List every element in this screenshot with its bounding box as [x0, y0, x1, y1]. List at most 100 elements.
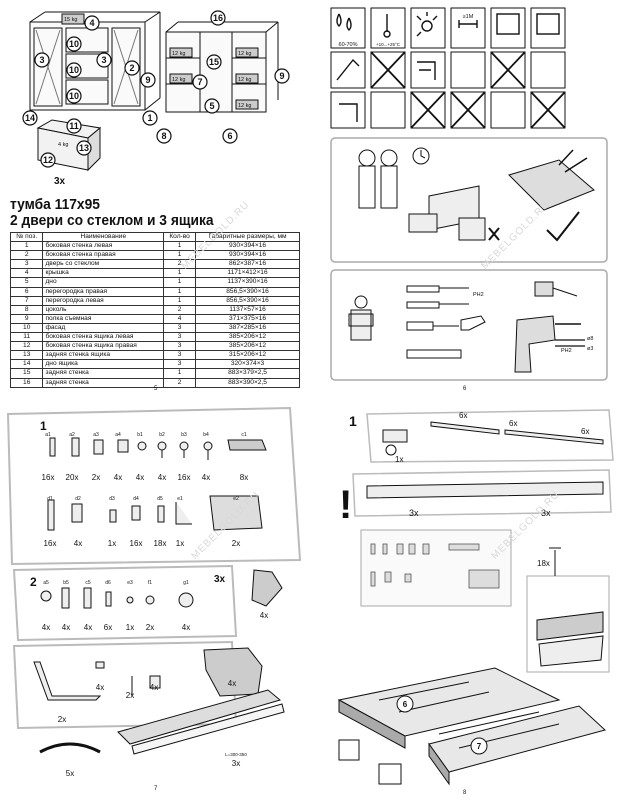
hardware-qty: 4x	[150, 683, 158, 692]
part-callout	[142, 110, 158, 126]
hardware-code: d1	[47, 496, 53, 502]
table-cell: 385×206×12	[195, 341, 300, 352]
drawer-callout-number: 11	[69, 121, 79, 131]
part-callout	[84, 15, 100, 31]
hardware-code: a5	[43, 580, 49, 586]
table-cell: 6	[9, 286, 44, 297]
table-cell: боковая стенка левая	[42, 241, 165, 252]
hardware-code: d3	[109, 496, 115, 502]
table-cell: цоколь	[42, 304, 165, 315]
hardware-code: a2	[69, 432, 75, 438]
table-cell: 3	[163, 341, 197, 352]
panel-label: 7	[477, 742, 482, 751]
warning-exclamation: !	[339, 483, 352, 527]
part-callout-number: 3	[39, 55, 44, 65]
distance-label: ≥1M	[463, 14, 474, 20]
hardware-qty: 2x	[146, 623, 154, 632]
table-cell: 3	[9, 259, 44, 270]
table-cell: задняя стенка	[42, 377, 165, 388]
part-callout-number: 7	[197, 77, 202, 87]
table-cell: 1171×412×16	[195, 268, 300, 279]
table-cell: 16	[9, 377, 44, 388]
part-callout-number: 10	[69, 65, 79, 75]
hardware-code: b2	[159, 432, 165, 438]
part-callout	[204, 98, 220, 114]
page-number: 8	[463, 790, 467, 796]
part-callout-number: 4	[89, 18, 94, 28]
table-cell: 930×394×16	[195, 241, 300, 252]
hardware-qty: 6x	[581, 427, 589, 436]
table-cell: 1	[163, 277, 197, 288]
hardware-code: e2	[233, 496, 239, 502]
hardware-qty: 4x	[114, 473, 122, 482]
weight-label: 12 kg	[238, 103, 251, 109]
table-cell: задняя стенка	[42, 368, 165, 379]
drill-label: PH2	[561, 348, 572, 354]
part-callout	[66, 62, 82, 78]
table-cell: 5	[9, 277, 44, 288]
page-6: 60-70%+10...+25°C≥1M45-60 min?	[309, 0, 618, 400]
hardware-qty: 2x	[232, 539, 240, 548]
temperature-label: +10...+25°C	[376, 42, 401, 47]
table-cell: 7	[9, 295, 44, 306]
table-cell: дверь со стеклом	[42, 259, 165, 270]
table-cell: 315×206×12	[195, 350, 300, 361]
page-number: 7	[154, 786, 158, 792]
table-header: № поз.	[9, 231, 44, 243]
hardware-qty: 16x	[178, 473, 191, 482]
part-callout	[206, 54, 222, 70]
table-cell: 10	[9, 322, 44, 334]
hardware-code: e1	[177, 496, 183, 502]
table-cell: 883×379×2,5	[195, 368, 300, 379]
drawer-callout-number: 13	[79, 143, 89, 153]
part-callout	[156, 128, 172, 144]
part-callout	[66, 36, 82, 52]
hardware-qty: 4x	[84, 623, 92, 632]
part-callout-number: 9	[145, 75, 150, 85]
rail-length-label: L=300-350	[225, 752, 247, 757]
part-callout	[210, 10, 226, 26]
product-subtitle: 2 двери со стеклом и 3 ящика	[10, 212, 214, 229]
set-multiplier: 3x	[214, 574, 226, 585]
arc-qty: 5x	[66, 769, 74, 778]
table-cell: 2	[163, 259, 197, 270]
hardware-code: d2	[75, 496, 81, 502]
hardware-qty: 20x	[66, 473, 79, 482]
product-title: тумба 117х95	[10, 196, 100, 213]
page-number: 6	[463, 386, 467, 392]
table-cell: 2	[163, 304, 197, 315]
part-callout-number: 6	[227, 131, 232, 141]
drawer-callout	[66, 118, 82, 134]
table-cell: 2	[163, 377, 197, 388]
table-cell: задняя стенка ящика	[42, 350, 165, 361]
drill-bit-label: ø3	[587, 346, 593, 352]
part-callout-number: 8	[161, 131, 166, 141]
table-cell: 1	[163, 368, 197, 379]
panel-label: 6	[403, 700, 408, 709]
part-callout	[124, 60, 140, 76]
table-cell: 1	[9, 241, 44, 252]
table-cell: боковая стенка ящика левая	[42, 332, 165, 343]
part-callout	[274, 68, 290, 84]
table-cell: 8	[9, 304, 44, 315]
drawer-qty: 3x	[54, 176, 66, 187]
table-cell: 320×374×3	[195, 359, 300, 370]
hardware-qty: 4x	[62, 623, 70, 632]
hardware-qty: 2x	[92, 473, 100, 482]
table-header: Кол-во	[163, 231, 197, 243]
hardware-code: d6	[105, 580, 111, 586]
hardware-qty: 6x	[509, 419, 517, 428]
hardware-qty: 4x	[158, 473, 166, 482]
table-cell: 14	[9, 359, 44, 370]
table-cell: 1137×390×16	[195, 277, 300, 288]
